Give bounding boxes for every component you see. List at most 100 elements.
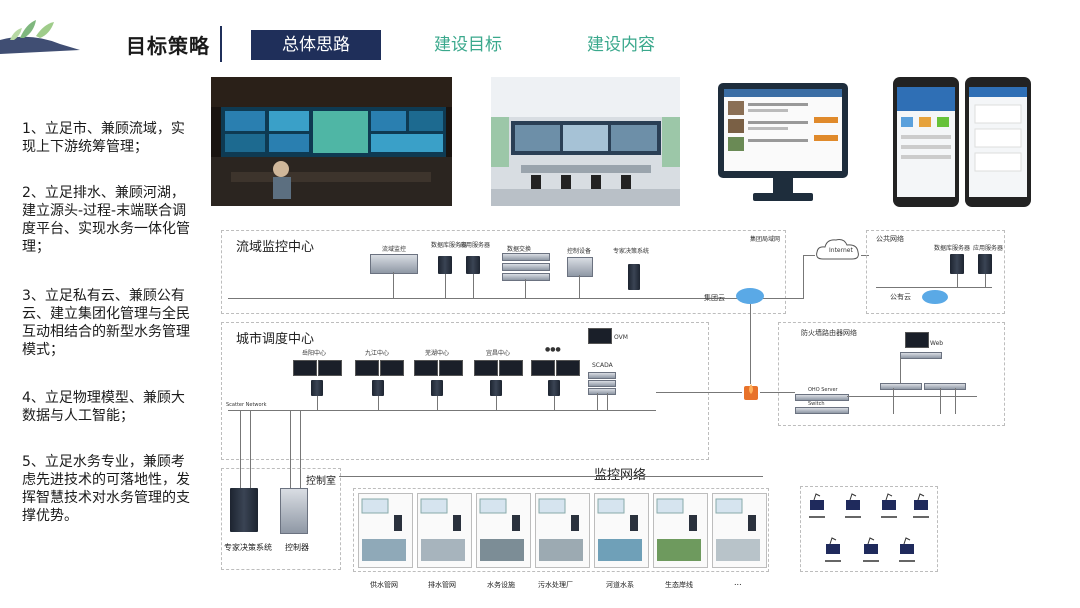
- network-rack: [924, 383, 966, 390]
- tab-construction-goal[interactable]: 建设目标: [434, 35, 502, 55]
- public-item-label: 数据库服务器: [934, 245, 971, 252]
- connector-line: [525, 279, 526, 298]
- switch-rack: [795, 407, 849, 414]
- network-rack: [880, 383, 922, 390]
- mobile-app-photo: [893, 77, 1031, 207]
- leaf-logo-icon: [0, 20, 80, 54]
- command-center-photo: [491, 77, 680, 206]
- internet-cloud-icon: [816, 239, 859, 260]
- scada-rack: [588, 372, 616, 379]
- center-monitor: [355, 360, 379, 376]
- db-server-icon: [438, 256, 452, 274]
- public-bus-line: [876, 287, 992, 288]
- center-monitor: [293, 360, 317, 376]
- connector-line: [250, 410, 251, 490]
- connector-line: [750, 304, 751, 384]
- basin-item-label: 控制设备: [567, 248, 592, 255]
- center-monitor: [414, 360, 438, 376]
- monitor-item-label: 水务设施: [487, 581, 515, 589]
- tab-overall-idea[interactable]: 总体思路: [251, 30, 381, 60]
- oho-server-rack: [795, 394, 849, 401]
- group-cloud-label: 集团云: [704, 294, 725, 302]
- monitor-item-label: 污水处理厂: [538, 581, 573, 589]
- controller-cabinet-icon: [280, 488, 308, 534]
- public-db-server-icon: [950, 254, 964, 274]
- center-server-icon: [311, 380, 323, 396]
- public-item-label: 应用服务器: [973, 245, 1004, 252]
- app-server-icon: [466, 256, 480, 274]
- center-server-icon: [548, 380, 560, 396]
- basin-item-label: 数据交换: [507, 246, 532, 253]
- monitor-item-label: 河道水系: [606, 581, 634, 589]
- connector-line: [957, 274, 958, 287]
- public-cloud-icon: [922, 290, 948, 304]
- ovm-monitor: [588, 328, 612, 344]
- basin-bus-line: [228, 298, 803, 299]
- expert-system-cabinet-icon: [230, 488, 258, 532]
- connector-line: [554, 396, 555, 410]
- center-server-icon: [372, 380, 384, 396]
- basin-item-label: 数据库服务器: [431, 242, 468, 249]
- basin-monitoring-title: 流域监控中心: [236, 240, 315, 255]
- connector-line: [803, 255, 815, 256]
- connector-line: [940, 388, 941, 414]
- basin-monitoring-box: [221, 230, 786, 314]
- connector-line: [847, 396, 977, 397]
- monitoring-network-box: [353, 488, 769, 572]
- title-divider: [220, 26, 222, 62]
- control-room-item-label: 专家决策系统: [224, 543, 272, 552]
- ovm-label: OVM: [614, 334, 628, 341]
- data-exchange-switch: [502, 273, 550, 281]
- data-exchange-switch: [502, 263, 550, 271]
- internet-label: Internet: [829, 247, 853, 254]
- strategy-point-5: 5、立足水务专业，兼顾考虑先进技术的可落地性，发挥智慧技术对水务管理的支撑优势。: [22, 454, 190, 524]
- connector-line: [861, 255, 869, 256]
- center-label: ●●●: [545, 346, 561, 353]
- monitor-item-label: 排水管网: [428, 581, 456, 589]
- connector-line: [339, 476, 763, 477]
- connector-line: [900, 357, 901, 383]
- monitor-item-label: 供水管网: [370, 581, 398, 589]
- scada-rack: [588, 380, 616, 387]
- center-server-icon: [490, 380, 502, 396]
- center-monitor: [439, 360, 463, 376]
- connector-line: [317, 396, 318, 410]
- switch-label: Switch: [808, 401, 825, 407]
- center-server-icon: [431, 380, 443, 396]
- web-server-rack: [900, 352, 942, 359]
- control-device-icon: [567, 257, 593, 277]
- public-network-box: [866, 230, 1005, 314]
- data-exchange-switch: [502, 253, 550, 261]
- sensor-device-icons: [809, 493, 929, 562]
- connector-line: [955, 388, 956, 414]
- connector-line: [240, 410, 241, 490]
- web-label: Web: [930, 340, 944, 347]
- basin-monitor-panel: [370, 254, 418, 274]
- group-lan-label: 集团局域网: [750, 236, 781, 243]
- city-bus-line: [228, 410, 656, 411]
- monitoring-network-title: 监控网络: [594, 468, 647, 483]
- strategy-point-2: 2、立足排水、兼顾河湖，建立源头-过程-末端联合调度平台、实现水务一体化管理；: [22, 185, 190, 255]
- scada-label: SCADA: [592, 362, 613, 369]
- monitor-card-illustrations: [361, 498, 760, 561]
- public-app-server-icon: [978, 254, 992, 274]
- basin-item-label: 应用服务器: [460, 242, 491, 249]
- scatter-network-label: Scatter Network: [226, 402, 267, 408]
- oho-server-label: OHO Server: [808, 387, 838, 393]
- desktop-monitor-photo: [718, 83, 848, 201]
- connector-line: [393, 272, 394, 298]
- firewall-icon: [744, 384, 758, 400]
- monitor-item-label: 生态岸线: [665, 581, 693, 589]
- connector-line: [300, 410, 301, 490]
- control-room-title: 控制室: [306, 476, 336, 487]
- city-dispatch-title: 城市调度中心: [236, 332, 315, 347]
- connector-line: [607, 393, 608, 410]
- strategy-point-4: 4、立足物理模型、兼顾大数据与人工智能；: [22, 390, 185, 424]
- center-label: 宜昌中心: [486, 350, 511, 357]
- firewall-network-box: [778, 322, 1005, 426]
- center-monitor: [556, 360, 580, 376]
- web-monitor: [905, 332, 929, 348]
- tab-construction-content[interactable]: 建设内容: [587, 35, 655, 55]
- connector-line: [437, 396, 438, 410]
- center-monitor: [531, 360, 555, 376]
